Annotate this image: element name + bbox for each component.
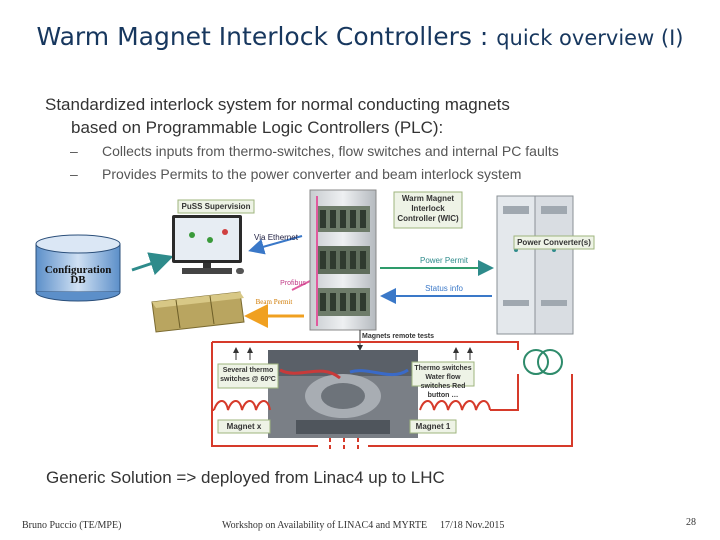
footer-author: Bruno Puccio (TE/MPE) bbox=[22, 520, 122, 531]
sub-bullet-dash: – bbox=[70, 143, 78, 159]
generic-solution-text: Generic Solution => deployed from Linac4… bbox=[46, 468, 445, 487]
footer-event: Workshop on Availability of LINAC4 and M… bbox=[222, 520, 428, 531]
status-info-label: Status info bbox=[425, 284, 463, 293]
db-to-pc-arrow bbox=[131, 252, 174, 276]
transformer-icon bbox=[523, 349, 563, 375]
sub-bullet-text: Provides Permits to the power converter … bbox=[102, 166, 522, 182]
sub-bullet-2: – Provides Permits to the power converter… bbox=[70, 166, 521, 182]
title-sub: quick overview (I) bbox=[496, 26, 684, 50]
thermo-switches-right-label: Thermo switches Water flow switches Red … bbox=[414, 365, 472, 399]
sub-bullet-dash: – bbox=[70, 166, 78, 182]
puss-supervision-label: PuSS Supervision bbox=[181, 202, 251, 211]
slide-title: Warm Magnet Interlock Controllers : quic… bbox=[0, 22, 720, 51]
config-db-label: Configuration DB bbox=[44, 264, 112, 286]
profibus-arrow bbox=[291, 279, 313, 291]
beam-permit-device bbox=[151, 291, 245, 333]
power-converter-cabinets bbox=[496, 195, 574, 335]
supervision-pc-icon bbox=[172, 215, 244, 274]
sub-bullet-text: Collects inputs from thermo-switches, fl… bbox=[102, 143, 559, 159]
thermo-switches-left-label: Several thermo switches @ 60ºC bbox=[220, 367, 276, 383]
title-main: Warm Magnet Interlock Controllers : bbox=[36, 22, 497, 51]
page-number: 28 bbox=[686, 517, 696, 528]
beam-permit-label: Beam Permit bbox=[255, 298, 293, 306]
sub-bullet-1: – Collects inputs from thermo-switches, f… bbox=[70, 143, 559, 159]
main-bullet-line1: Standardized interlock system for normal… bbox=[45, 95, 510, 114]
footer-date: 17/18 Nov.2015 bbox=[440, 520, 505, 531]
magnet-wiring bbox=[211, 341, 573, 447]
via-ethernet-label: Via Ethernet bbox=[254, 233, 298, 242]
magnets-remote-tests-label: Magnets remote tests bbox=[362, 333, 434, 340]
power-converter-label: Power Converter(s) bbox=[517, 238, 591, 247]
ethernet-arrow bbox=[248, 235, 303, 255]
profibus-label: Profibus bbox=[280, 280, 306, 287]
main-bullet-line2: based on Programmable Logic Controllers … bbox=[71, 118, 444, 137]
configuration-db-cylinder bbox=[35, 234, 121, 302]
main-bullet: Standardized interlock system for normal… bbox=[45, 93, 510, 139]
magnet-photo bbox=[268, 350, 418, 438]
power-permit-label: Power Permit bbox=[419, 256, 468, 265]
magnet-x-label: Magnet x bbox=[226, 422, 262, 431]
wic-label: Warm Magnet Interlock Controller (WIC) bbox=[397, 194, 459, 223]
magnet-1-label: Magnet 1 bbox=[415, 422, 451, 431]
wic-rack bbox=[309, 189, 377, 331]
